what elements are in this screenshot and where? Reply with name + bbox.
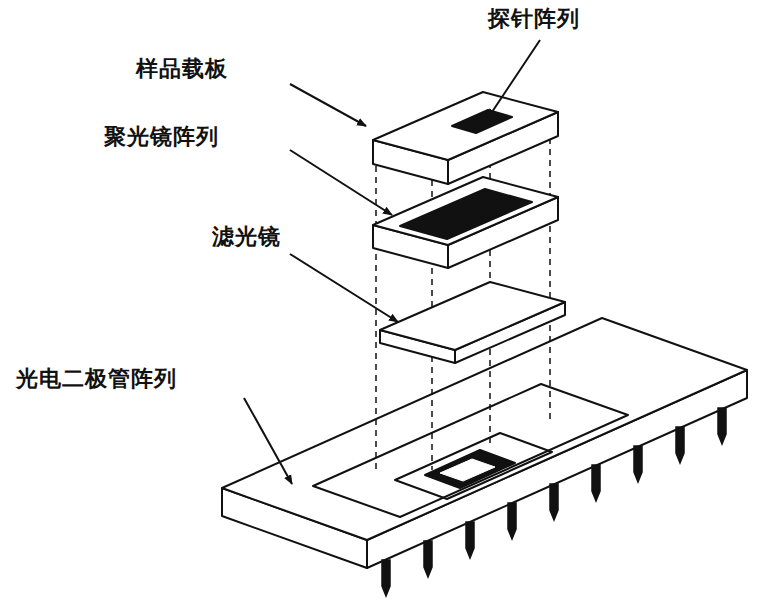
part-label: 光电二极管阵列 bbox=[16, 366, 177, 392]
lens-array bbox=[400, 189, 532, 239]
package-pins bbox=[382, 408, 726, 596]
package-cavity bbox=[395, 433, 552, 499]
package-top-face bbox=[222, 318, 747, 540]
photodiode-die bbox=[425, 450, 515, 488]
probe-array bbox=[452, 110, 512, 133]
part-label: 滤光镜 bbox=[212, 224, 281, 250]
lens-plate-top bbox=[373, 177, 558, 245]
part-label: 探针阵列 bbox=[488, 6, 580, 32]
package-window bbox=[313, 384, 628, 517]
sample-plate-top bbox=[373, 92, 558, 160]
leader-arrows bbox=[244, 40, 540, 484]
photodiode-cells bbox=[440, 459, 495, 481]
part-label: 样品载板 bbox=[136, 56, 228, 82]
part-label: 聚光镜阵列 bbox=[104, 124, 219, 150]
filter-top bbox=[380, 282, 565, 350]
